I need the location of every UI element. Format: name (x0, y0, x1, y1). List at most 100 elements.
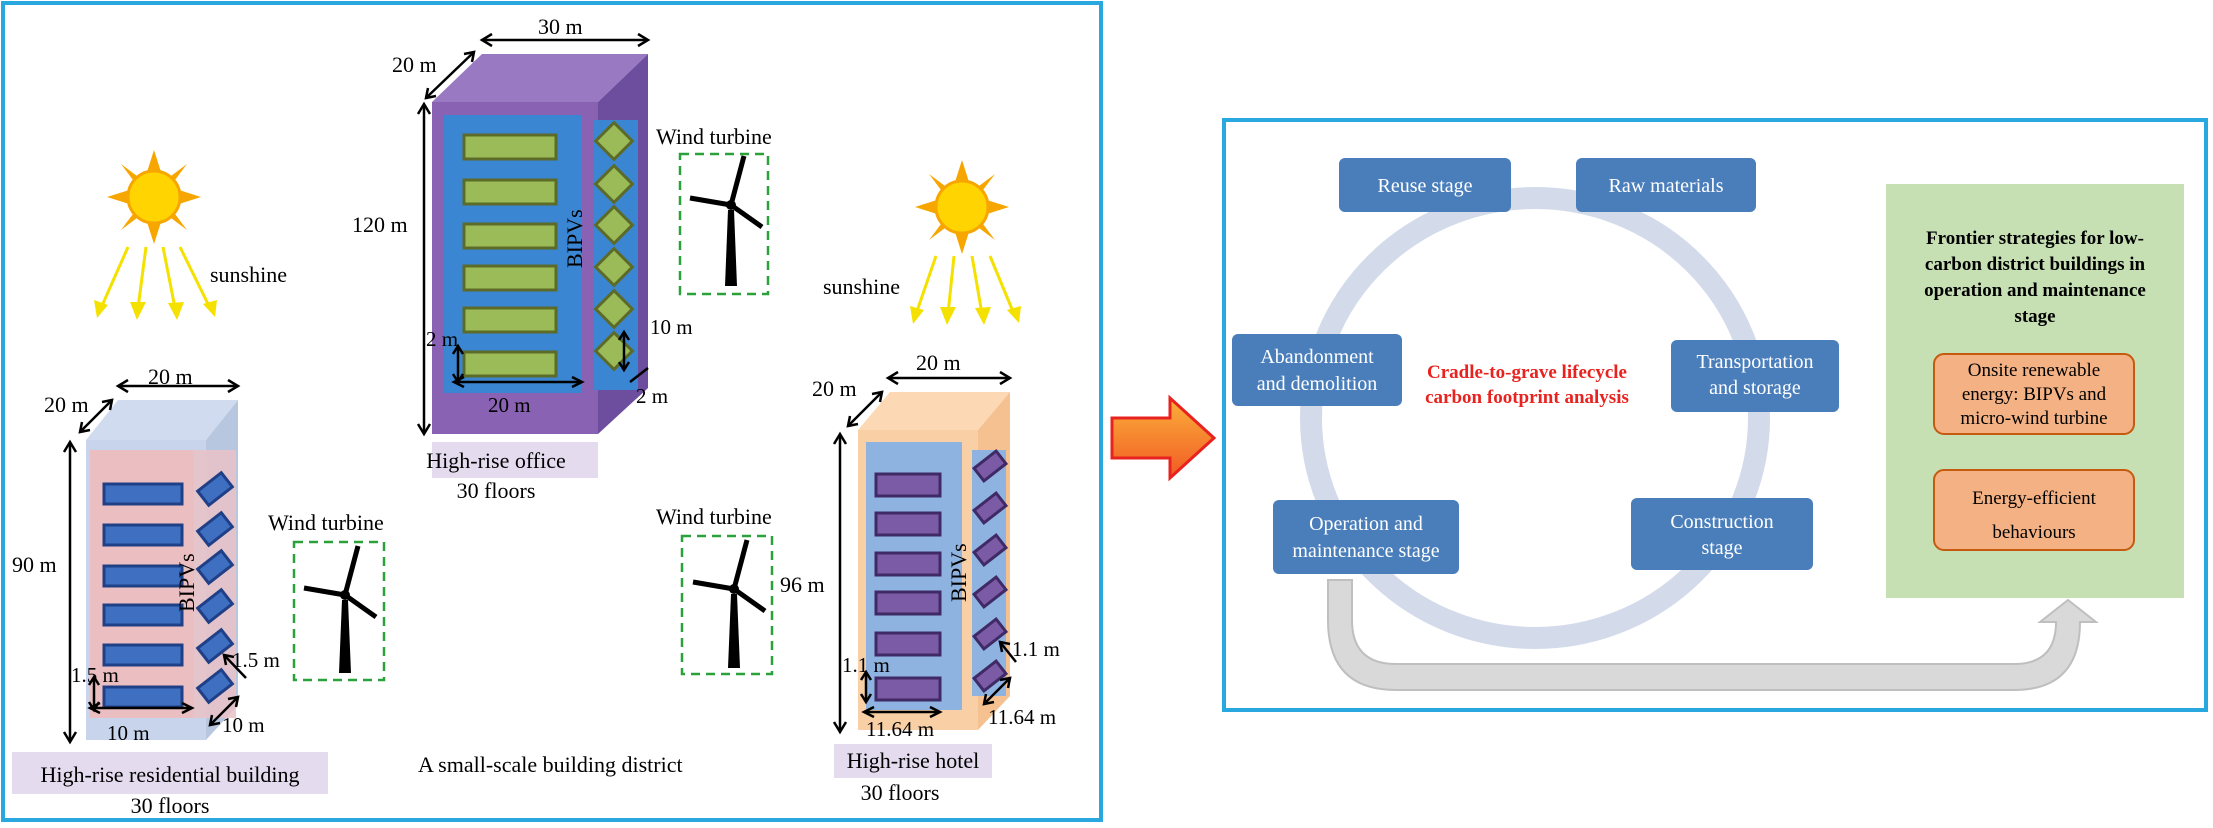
office-side-height-label: 10 m (650, 315, 693, 339)
office-pv-panels (462, 133, 558, 378)
residential-building: BIPVs (86, 400, 238, 740)
residential-bipv-label: BIPVs (174, 553, 199, 612)
residential-panel-depth-label: 10 m (222, 713, 265, 737)
wind-label-3: Wind turbine (656, 504, 772, 529)
sun-rays-left (94, 246, 217, 320)
hotel-panel-gap-label: 1.1 m (842, 653, 890, 677)
residential-dimensions (62, 378, 247, 745)
hotel-pv-panel (874, 676, 942, 702)
stage-transport-line2: and storage (1709, 377, 1801, 399)
strategy-title-line3: operation and maintenance (1924, 280, 2146, 301)
hotel-side-pv-panel (971, 574, 1009, 610)
stage-raw-materials: Raw materials (1576, 158, 1756, 212)
strategy-title-line1: Frontier strategies for low- (1926, 228, 2144, 249)
sun-icon-right (915, 160, 1009, 254)
strategy-option1-line1: Onsite renewable (1968, 360, 2100, 381)
lifecycle-panel: Reuse stage Raw materials Transportation… (1222, 118, 2208, 712)
stage-construction-box (1631, 498, 1813, 570)
office-side-pv-panel (593, 204, 635, 246)
office-bipv-label: BIPVs (562, 209, 587, 268)
residential-panel-side-label: 1.5 m (232, 648, 280, 672)
office-floors: 30 floors (457, 478, 536, 503)
hotel-pv-panels (874, 472, 942, 702)
office-title: High-rise office (426, 448, 566, 473)
strategy-option1-line3: micro-wind turbine (1960, 408, 2107, 429)
hotel-title: High-rise hotel (847, 748, 980, 773)
strategy-option-behaviour-box (1933, 469, 2135, 551)
residential-side-pv-panel (195, 667, 235, 705)
stage-operation-line2: maintenance stage (1292, 540, 1439, 562)
office-side-pv-panel (593, 120, 635, 162)
office-depth-label: 20 m (392, 52, 437, 77)
office-pv-panel (462, 178, 558, 206)
wind-frame-2 (678, 152, 770, 296)
office-building: BIPVs (432, 54, 648, 434)
hotel-roof (858, 392, 1010, 430)
office-title-bg (432, 442, 598, 478)
stage-raw-box (1576, 158, 1756, 212)
hotel-pv-panel (874, 472, 942, 498)
residential-floors: 30 floors (131, 793, 210, 818)
stage-transport-box (1671, 340, 1839, 412)
hotel-title-bg (834, 744, 992, 778)
stage-reuse-box (1339, 158, 1511, 212)
strategy-option1-line2: energy: BIPVs and (1962, 384, 2107, 405)
residential-side-pv-panel (195, 587, 235, 625)
strategy-arrow (1327, 579, 2099, 691)
stage-construction: Construction stage (1631, 498, 1813, 570)
office-panel-gap-label: 2 m (426, 327, 458, 351)
hotel-floors: 30 floors (861, 780, 940, 805)
hotel-side-facade (972, 450, 1006, 696)
hotel-panel-side-label: 1.1 m (1012, 637, 1060, 661)
residential-pv-panel (102, 564, 184, 588)
office-pv-panel (462, 264, 558, 292)
office-facade (444, 115, 582, 393)
stage-construction-line2: stage (1701, 537, 1742, 559)
stage-reuse: Reuse stage (1339, 158, 1511, 212)
district-panel: sunshine BIP (1, 1, 1103, 822)
strategy-option2-line2: behaviours (1992, 522, 2075, 543)
residential-panel-gap-label: 1.5 m (71, 663, 119, 687)
office-height-label: 120 m (352, 212, 408, 237)
center-title-line1: Cradle-to-grave lifecycle (1427, 362, 1627, 383)
hotel-width-label: 20 m (916, 350, 961, 375)
hotel-dimensions (832, 370, 1017, 735)
hotel-side-pv-panel (971, 532, 1009, 568)
sun-rays-right (910, 255, 1021, 325)
residential-pv-panel (102, 643, 184, 667)
hotel-depth-label: 20 m (812, 376, 857, 401)
office-width-label: 30 m (538, 14, 583, 39)
hotel-side-pv-panel (971, 616, 1009, 652)
hotel-pv-panel (874, 551, 942, 577)
stage-transport-line1: Transportation (1696, 351, 1813, 373)
wind-label-2: Wind turbine (656, 124, 772, 149)
residential-pv-panel (102, 685, 184, 709)
residential-side-pv-panels (195, 470, 235, 705)
hotel-panel-depth-label: 11.64 m (988, 705, 1056, 729)
stage-abandonment: Abandonment and demolition (1232, 334, 1402, 406)
residential-title: High-rise residential building (40, 762, 299, 787)
residential-panel-width-label: 10 m (107, 721, 150, 745)
residential-pv-panel (102, 523, 184, 547)
stage-operation-box (1273, 500, 1459, 574)
strategy-title-line2: carbon district buildings in (1925, 254, 2146, 275)
residential-roof (86, 400, 238, 440)
stage-reuse-line1: Reuse stage (1378, 175, 1473, 197)
strategy-title-line4: stage (2014, 306, 2055, 327)
wind-turbine-icon-1 (303, 545, 378, 673)
residential-side-pv-panel (195, 627, 235, 665)
hotel-bipv-label: BIPVs (946, 543, 971, 602)
sunshine-label-right: sunshine (823, 274, 900, 299)
office-panel-width-label: 20 m (488, 393, 531, 417)
hotel-side-pv-panel (971, 490, 1009, 526)
residential-side-pv-panel (195, 510, 235, 548)
residential-pv-panel (102, 603, 184, 627)
wind-turbine-icon-3 (692, 539, 767, 668)
sun-icon-left (107, 150, 201, 244)
stage-construction-line1: Construction (1670, 511, 1773, 533)
stage-abandon-box (1232, 334, 1402, 406)
office-side-pv-panel (593, 163, 635, 205)
hotel-panel-width-label: 11.64 m (866, 717, 934, 741)
office-pv-panel (462, 133, 558, 161)
